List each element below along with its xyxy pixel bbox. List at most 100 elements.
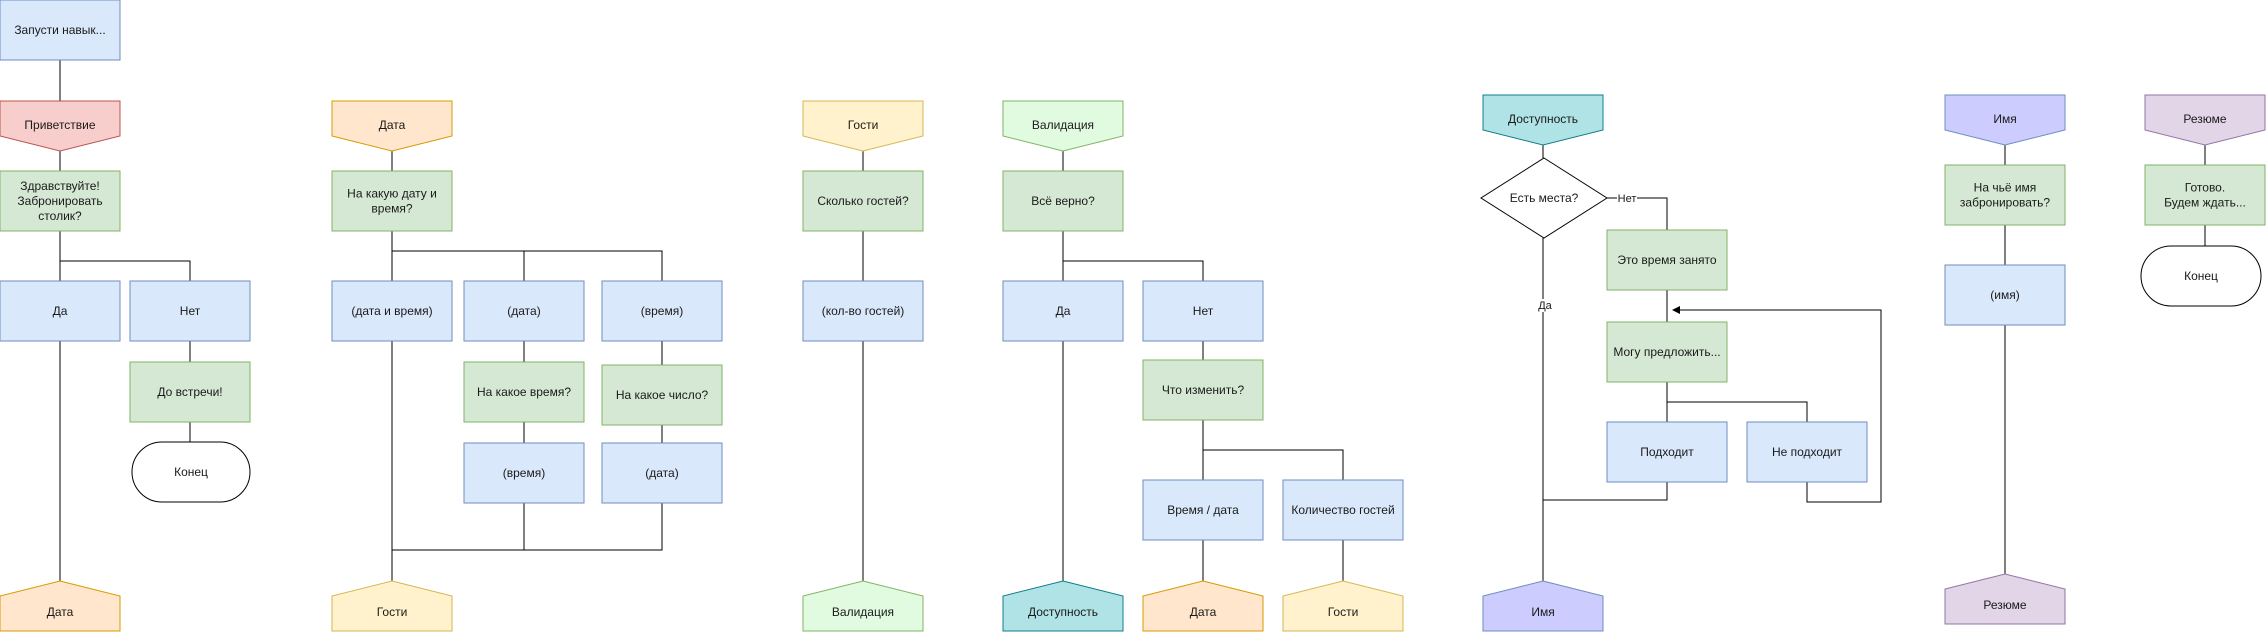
node-valid-no: Нет [1142, 280, 1264, 342]
node-label: Сколько гостей? [817, 194, 909, 208]
node-avail-fits: Подходит [1606, 421, 1728, 483]
node-label: (время) [641, 304, 683, 318]
node-date-a2: (дата) [463, 280, 585, 342]
node-guests-q: Сколько гостей? [802, 170, 924, 232]
node-valid-tag: Валидация [1002, 100, 1124, 152]
connector-line [1203, 449, 1344, 480]
node-date-a5: (дата) [601, 442, 723, 504]
node-avail-q: Есть места? [1480, 157, 1608, 239]
node-valid-count: Количество гостей [1282, 479, 1404, 541]
node-label: Гости [1328, 605, 1359, 619]
connector-line [1667, 401, 1808, 422]
node-label: Не подходит [1772, 445, 1843, 459]
node-label: Дата [47, 605, 74, 619]
node-name-a: (имя) [1944, 264, 2066, 326]
connector-line [1063, 260, 1204, 281]
node-label: (время) [503, 466, 545, 480]
node-label: Конец [174, 465, 208, 479]
node-label: Да [1056, 304, 1071, 318]
node-name-out: Резюме [1944, 573, 2066, 625]
node-label: До встречи! [157, 385, 222, 399]
node-label: Всё верно? [1031, 194, 1095, 208]
node-label: (кол-во гостей) [822, 304, 905, 318]
node-greet-tag: Приветствие [0, 100, 121, 152]
node-label: Нет [180, 304, 201, 318]
node-avail-offer: Могу предложить... [1606, 321, 1728, 383]
node-greet-end: Конец [131, 441, 251, 503]
node-valid-time: Время / дата [1142, 479, 1264, 541]
node-label: (дата и время) [351, 304, 432, 318]
node-date-q2: На какое время? [463, 361, 585, 423]
connector-line [392, 250, 663, 281]
node-label: Количество гостей [1291, 503, 1394, 517]
node-label: Нет [1193, 304, 1214, 318]
node-avail-nofit: Не подходит [1746, 421, 1868, 483]
node-date-a1: (дата и время) [331, 280, 453, 342]
node-label: Готово.Будем ждать... [2164, 181, 2246, 210]
node-label: Гости [848, 118, 879, 132]
node-guests-a: (кол-во гостей) [802, 280, 924, 342]
node-label: Дата [1190, 605, 1217, 619]
node-label: Конец [2184, 269, 2218, 283]
node-date-q3: На какое число? [601, 364, 723, 426]
node-greet-yes: Да [0, 280, 121, 342]
node-label: Это время занято [1617, 253, 1716, 267]
node-label: (дата) [645, 466, 678, 480]
node-greet-no: Нет [129, 280, 251, 342]
node-label: На какое время? [477, 385, 571, 399]
node-label: Что изменить? [1162, 383, 1245, 397]
connector-line [60, 260, 191, 281]
edge-label-avail-no: Нет [1618, 193, 1637, 205]
node-sum-tag: Резюме [2144, 94, 2266, 146]
connector-line [392, 503, 663, 551]
node-label: (имя) [1990, 288, 2019, 302]
node-date-out: Гости [331, 580, 453, 632]
node-date-tag: Дата [331, 100, 453, 152]
node-avail-out: Имя [1482, 580, 1604, 632]
connectors [59, 60, 2206, 581]
node-label: Да [53, 304, 68, 318]
node-label: Время / дата [1167, 503, 1239, 517]
node-date-a4: (время) [463, 442, 585, 504]
node-valid-out-date: Дата [1142, 580, 1264, 632]
node-label: Гости [377, 605, 408, 619]
node-sum-msg: Готово.Будем ждать... [2144, 164, 2266, 226]
node-valid-change: Что изменить? [1142, 359, 1264, 421]
node-label: Подходит [1640, 445, 1694, 459]
node-valid-q: Всё верно? [1002, 170, 1124, 232]
node-label: На какое число? [616, 388, 709, 402]
node-label: Резюме [2183, 112, 2227, 126]
node-label: Имя [1993, 112, 2016, 126]
node-start: Запусти навык... [0, 0, 121, 61]
node-name-tag: Имя [1944, 94, 2066, 146]
node-valid-out-avail: Доступность [1002, 580, 1124, 632]
node-label: Есть места? [1510, 191, 1579, 205]
node-valid-yes: Да [1002, 280, 1124, 342]
node-greet-out: Дата [0, 580, 121, 632]
node-label: Запусти навык... [14, 23, 105, 37]
node-label: Приветствие [24, 118, 95, 132]
node-guests-out: Валидация [802, 580, 924, 632]
node-valid-out-guests: Гости [1282, 580, 1404, 632]
edge-label-avail-yes: Да [1538, 300, 1552, 312]
edge-label-background [1617, 192, 1637, 205]
node-label: Доступность [1508, 112, 1578, 126]
node-guests-tag: Гости [802, 100, 924, 152]
node-sum-end: Конец [2140, 245, 2262, 307]
connector-line [1672, 306, 1882, 503]
node-label: Доступность [1028, 605, 1098, 619]
edge-label-background [1535, 299, 1555, 312]
node-label: Валидация [832, 605, 894, 619]
node-greet-bye: До встречи! [129, 361, 251, 423]
node-avail-busy: Это время занято [1606, 229, 1728, 291]
node-label: (дата) [507, 304, 540, 318]
node-label: Резюме [1983, 598, 2027, 612]
